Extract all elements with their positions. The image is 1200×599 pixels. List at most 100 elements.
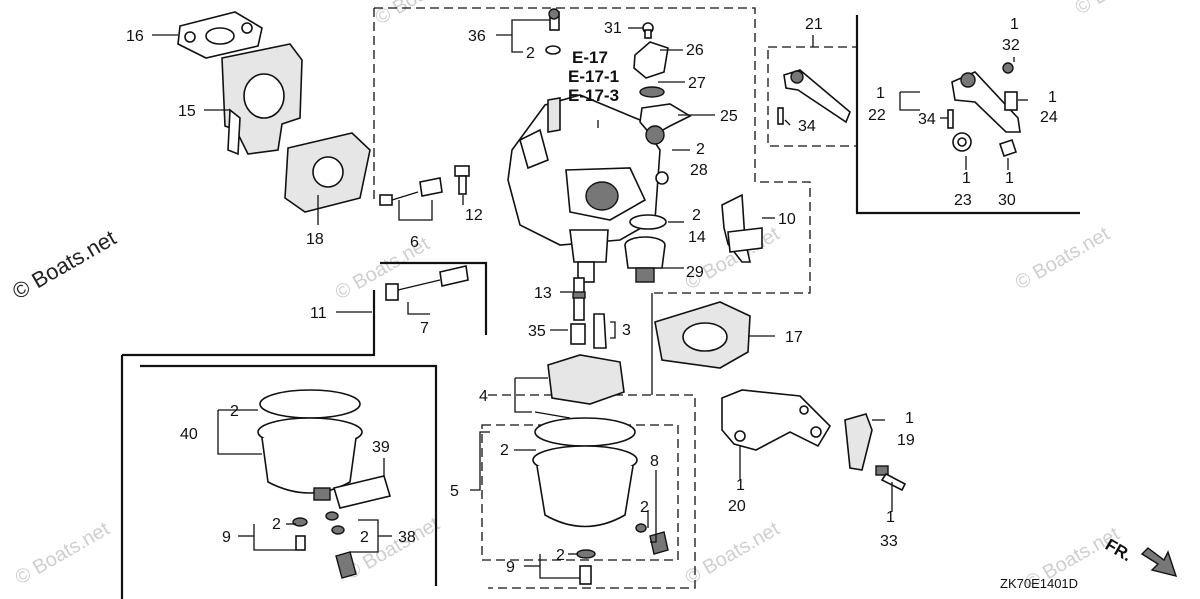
insulator-plate-15	[221, 43, 303, 156]
callout-2e: 2	[500, 442, 509, 459]
callout-2a: 2	[526, 45, 535, 62]
callout-8: 8	[650, 453, 659, 470]
callout-13: 13	[534, 285, 552, 302]
screw-7	[385, 265, 469, 301]
callout-2f: 2	[640, 499, 649, 516]
callout-1a: 1	[1010, 16, 1019, 33]
front-arrow	[1140, 547, 1178, 577]
callout-2i: 2	[556, 547, 565, 564]
callout-5: 5	[450, 483, 459, 500]
leader-lines	[152, 19, 1028, 579]
callout-23: 23	[954, 192, 972, 209]
needle-3	[593, 313, 607, 349]
gasket-17	[654, 301, 751, 369]
callout-28: 28	[690, 162, 708, 179]
tube-39	[332, 475, 392, 509]
gasket-18	[284, 132, 371, 213]
bolt-12	[454, 165, 470, 195]
callout-15: 15	[178, 103, 196, 120]
ref-e17-3: E-17-3	[568, 86, 619, 105]
float-bowl-40	[257, 389, 363, 501]
callout-38: 38	[398, 529, 416, 546]
callout-33: 33	[880, 533, 898, 550]
gasket-16	[177, 11, 263, 59]
callout-26: 26	[686, 42, 704, 59]
callout-27: 27	[688, 75, 706, 92]
callout-22: 22	[868, 107, 886, 124]
bracket-10	[721, 193, 763, 263]
o-ring-14	[629, 214, 667, 230]
callout-1e: 1	[1005, 170, 1014, 187]
callout-6: 6	[410, 234, 419, 251]
watermark-main: © Boats.net	[8, 225, 120, 304]
callout-9b: 9	[506, 559, 515, 576]
callout-3: 3	[622, 322, 631, 339]
callout-2g: 2	[272, 516, 281, 533]
callout-9a: 9	[222, 529, 231, 546]
bolt-9-center	[576, 549, 596, 585]
callout-1g: 1	[736, 477, 745, 494]
governor-arm-22	[947, 62, 1021, 158]
callout-20: 20	[728, 498, 746, 515]
callout-29: 29	[686, 264, 704, 281]
drain-parts-left	[292, 511, 357, 579]
callout-1c: 1	[1048, 89, 1057, 106]
callout-4: 4	[479, 388, 488, 405]
linkage-21	[777, 69, 851, 125]
callout-2d: 2	[230, 403, 239, 420]
callout-18: 18	[306, 231, 324, 248]
callout-34a: 34	[798, 118, 816, 135]
callout-1f: 1	[905, 410, 914, 427]
callout-11: 11	[310, 305, 327, 322]
watermark-8: © Boats.net	[372, 0, 474, 29]
plug-29	[624, 236, 666, 283]
needle-13	[572, 277, 586, 321]
callout-39: 39	[372, 439, 390, 456]
callout-7: 7	[420, 320, 429, 337]
float-4	[534, 354, 625, 419]
bracket-20	[721, 389, 832, 451]
screw-36	[545, 8, 561, 55]
callout-17: 17	[785, 329, 803, 346]
callout-2b: 2	[696, 141, 705, 158]
callout-40: 40	[180, 426, 198, 443]
watermark-6: © Boats.net	[682, 518, 784, 590]
callout-labels: 16 15 18 36 2 31 26 27 25 2 28 6 12 2 14…	[126, 16, 1058, 576]
callout-21: 21	[805, 16, 823, 33]
callout-24: 24	[1040, 109, 1058, 126]
callout-1b: 1	[876, 85, 885, 102]
spring-35	[570, 323, 586, 345]
carburetor-body	[507, 94, 661, 283]
ref-e17: E-17	[572, 48, 608, 67]
callout-25: 25	[720, 108, 738, 125]
callout-32: 32	[1002, 37, 1020, 54]
callout-2h: 2	[360, 529, 369, 546]
callout-31: 31	[604, 20, 622, 37]
cross-references: E-17 E-17-1 E-17-3	[568, 48, 619, 105]
callout-10: 10	[778, 211, 796, 228]
drain-screw-8	[635, 523, 669, 555]
clip-19	[844, 413, 873, 471]
ref-e17-1: E-17-1	[568, 67, 619, 86]
watermark-4: © Boats.net	[12, 518, 114, 590]
bolt-33	[875, 465, 907, 492]
callout-1h: 1	[886, 509, 895, 526]
callout-35: 35	[528, 323, 546, 340]
callout-1d: 1	[962, 170, 971, 187]
watermark-5: © Boats.net	[342, 513, 444, 585]
watermark-9: © Boats.net	[1072, 0, 1174, 19]
float-bowl-center	[532, 417, 638, 528]
callout-12: 12	[465, 207, 483, 224]
diagram-code: ZK70E1401D	[1000, 576, 1078, 591]
callout-34b: 34	[918, 111, 936, 128]
pilot-screw-6	[379, 177, 443, 206]
callout-14: 14	[688, 229, 706, 246]
callout-30: 30	[998, 192, 1016, 209]
callout-19: 19	[897, 432, 915, 449]
callout-36: 36	[468, 28, 486, 45]
callout-2c: 2	[692, 207, 701, 224]
callout-16: 16	[126, 28, 144, 45]
choke-parts	[633, 22, 692, 185]
watermark-3: © Boats.net	[1012, 223, 1114, 295]
